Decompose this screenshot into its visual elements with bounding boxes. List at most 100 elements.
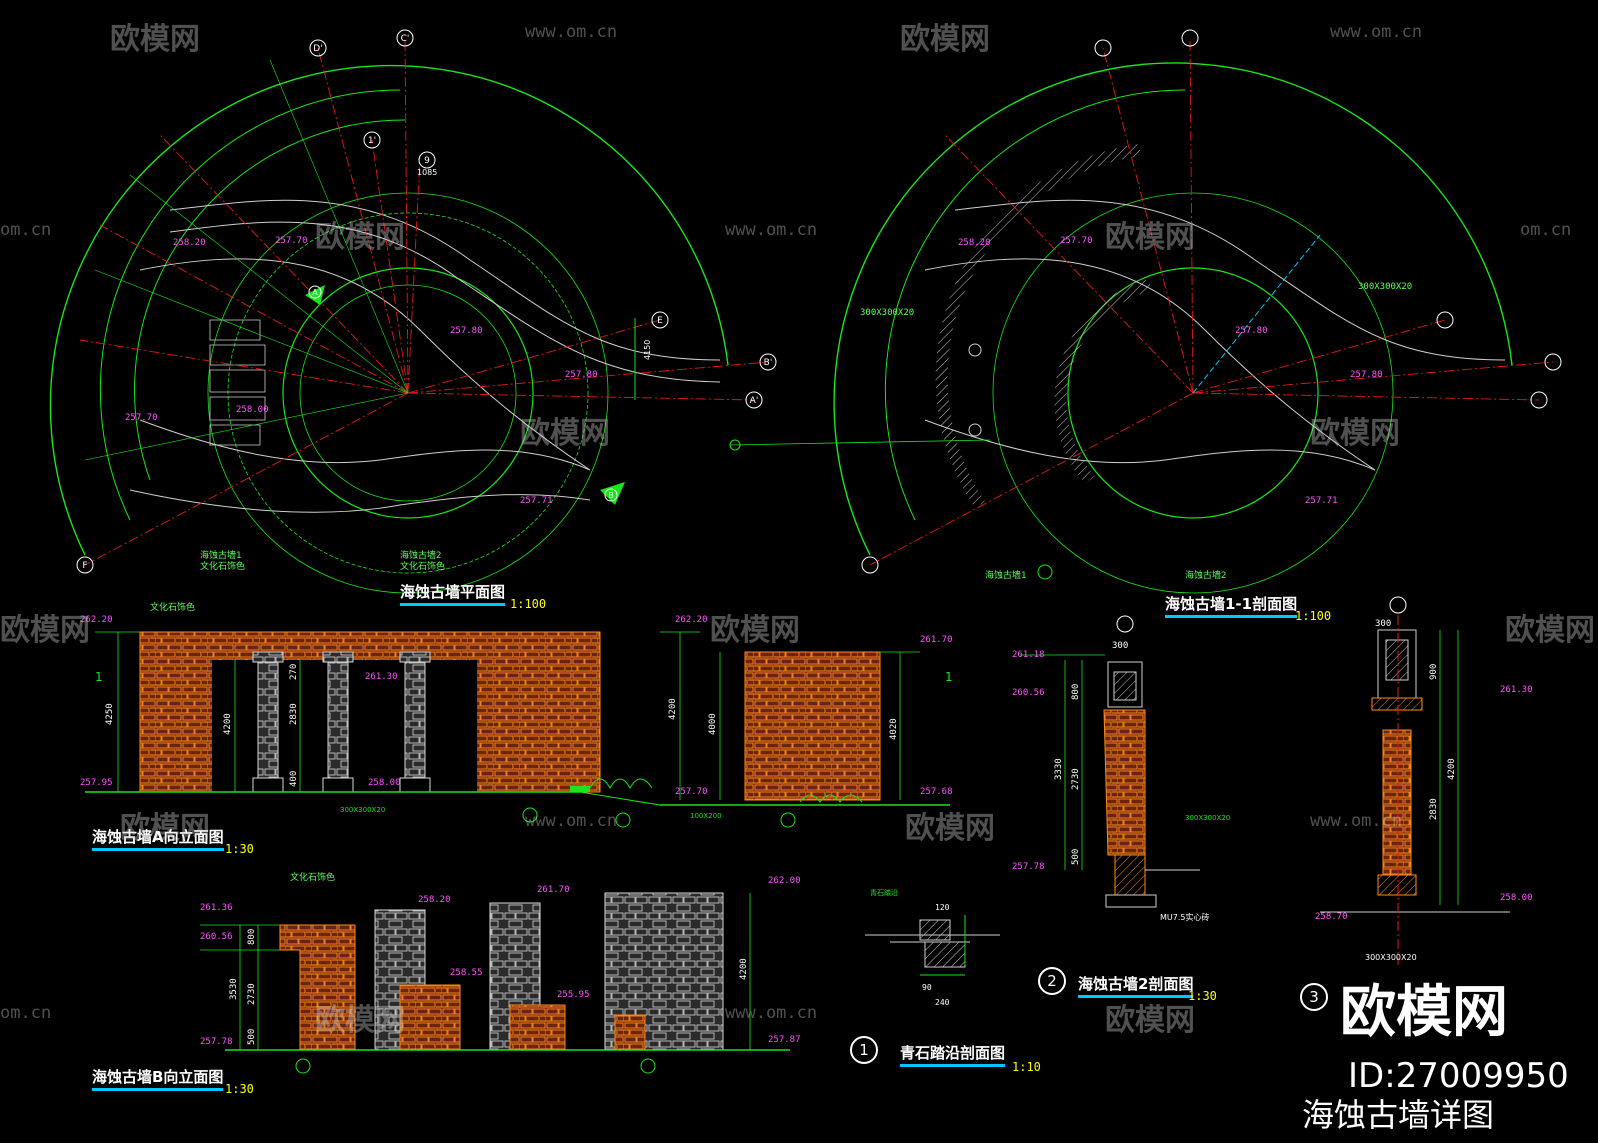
svg-text:1: 1 [945,670,953,684]
level-sec3-3: 258.70 [1315,912,1348,922]
level-elev-b-9: 257.87 [768,1035,801,1045]
note-stone-elev: 文化石饰色 [150,603,196,613]
level-plan-g: 257.71 [520,496,553,506]
dim-500-s2: 500 [1071,849,1081,865]
note-100x200: 100X200 [690,812,722,820]
title-elevation-b: 海蚀古墙B向立面图 [92,1066,224,1091]
dim-2730-s2: 2730 [1071,768,1081,790]
curb-section: 120 240 90 青石踏沿 [865,888,1000,1007]
dim-2730: 2730 [247,983,257,1005]
level-elev-a-right-bottom: 257.70 [675,787,708,797]
dim-2830-s3: 2830 [1429,798,1439,820]
scale-elevation-a: 1:30 [225,842,254,856]
note-wall-1: 海蚀古墙1 [200,551,242,561]
dim-3530: 3530 [229,978,239,1000]
level-sec-g: 257.71 [1305,496,1338,506]
title-section-2: 海蚀古墙2剖面图 [1078,973,1194,998]
dim-900: 900 [1429,664,1439,680]
note-stone-2: 文化石饰色 [400,562,446,572]
curb-section-number: 1 [850,1036,878,1064]
note-300x300-sec-b: 300X300X20 [1358,282,1413,292]
note-300x300-s2: 300X300X20 [1185,814,1230,822]
dim-300-s3: 300 [1375,619,1391,629]
elevation-b: 3530 2730 800 500 4200 [200,892,790,1074]
dim-500: 500 [247,1029,257,1045]
scale-elevation-b: 1:30 [225,1082,254,1096]
note-curb: 青石踏沿 [870,888,898,897]
svg-text:1': 1' [368,136,376,146]
note-300x300-s3: 300X300X20 [1365,953,1417,962]
level-plan-d: 257.80 [565,370,598,380]
svg-text:B': B' [764,358,773,368]
dim-90: 90 [922,983,932,992]
note-300x300-a: 300X300X20 [340,806,385,814]
dim-4200-a: 4200 [223,713,233,735]
dim-4250: 4250 [105,703,115,725]
svg-text:A': A' [750,396,759,406]
level-elev-b-2: 260.56 [200,932,233,942]
title-curb-section: 青石踏沿剖面图 [900,1042,1006,1067]
dim-4150: 4150 [643,340,652,360]
note-300x300-sec: 300X300X20 [860,308,915,318]
dim-4200-s3: 4200 [1447,758,1457,780]
note-stone-1: 文化石饰色 [200,562,246,572]
level-elev-b-5: 262.00 [768,876,801,886]
level-sec3-2: 258.00 [1500,893,1533,903]
plan-arc-2 [99,89,401,521]
level-plan-f: 258.00 [236,405,269,415]
dim-120: 120 [935,903,950,912]
section-2-number: 2 [1038,967,1066,995]
level-sec3-1: 261.30 [1500,685,1533,695]
scale-plan: 1:100 [510,597,547,611]
section-3: 900 2830 4200 300 300X300X20 [1320,596,1510,965]
title-elevation-a: 海蚀古墙A向立面图 [92,826,224,851]
dim-240: 240 [935,998,950,1007]
dim-400: 400 [289,771,299,787]
note-stone-elev-b: 文化石饰色 [290,873,336,883]
dim-4200-b: 4200 [739,958,749,980]
note-mu75: MU7.5实心砖 [1160,912,1209,922]
level-elev-b-8: 257.78 [200,1037,233,1047]
level-sec2-2: 260.56 [1012,688,1045,698]
level-elev-a-ground: 258.00 [368,778,401,788]
svg-text:A: A [312,288,318,297]
level-sec-c: 257.80 [1235,326,1268,336]
note-wall-1-sec: 海蚀古墙1 [985,571,1027,581]
level-sec-d: 257.80 [1350,370,1383,380]
svg-text:F: F [82,561,87,571]
note-wall-2: 海蚀古墙2 [400,551,442,561]
section-1-1-view [729,29,1562,594]
level-elev-b-6: 258.55 [450,968,483,978]
level-elev-b-4: 261.70 [537,885,570,895]
scale-section-2: 1:30 [1188,989,1217,1003]
level-elev-c-bottom: 257.68 [920,787,953,797]
title-section-1-1: 海蚀古墙1-1剖面图 [1165,593,1298,618]
svg-text:E: E [657,316,663,326]
level-elev-c-top: 261.70 [920,635,953,645]
section-3-number: 3 [1300,983,1328,1011]
level-elev-a-mid: 261.30 [365,672,398,682]
dim-800: 800 [247,929,257,945]
brand-id: ID:27009950 [1348,1056,1569,1096]
dim-1085: 1085 [417,168,437,177]
dim-3330: 3330 [1054,758,1064,780]
brand-logo: 欧模网 [1340,980,1508,1045]
dim-4200-right: 4200 [668,698,678,720]
note-wall-2-sec: 海蚀古墙2 [1185,571,1227,581]
dim-800-s2: 800 [1071,684,1081,700]
svg-text:D': D' [313,44,322,54]
plan-center-circle [282,267,534,519]
level-elev-a-bottom: 257.95 [80,778,113,788]
section-2: 3330 800 2730 500 300 MU7.5实心砖 300X300X2… [1020,615,1230,922]
level-elev-a-right-top: 262.20 [675,615,708,625]
level-elev-b-7: 255.95 [557,990,590,1000]
level-sec-b: 257.70 [1060,236,1093,246]
svg-text:1: 1 [95,670,103,684]
plan-arc-3 [134,119,406,481]
level-plan-b: 257.70 [275,236,308,246]
svg-text:9: 9 [424,156,430,166]
level-plan-c: 257.80 [450,326,483,336]
brand-caption: 海蚀古墙详图 [1302,1096,1495,1134]
scale-curb-section: 1:10 [1012,1060,1041,1074]
